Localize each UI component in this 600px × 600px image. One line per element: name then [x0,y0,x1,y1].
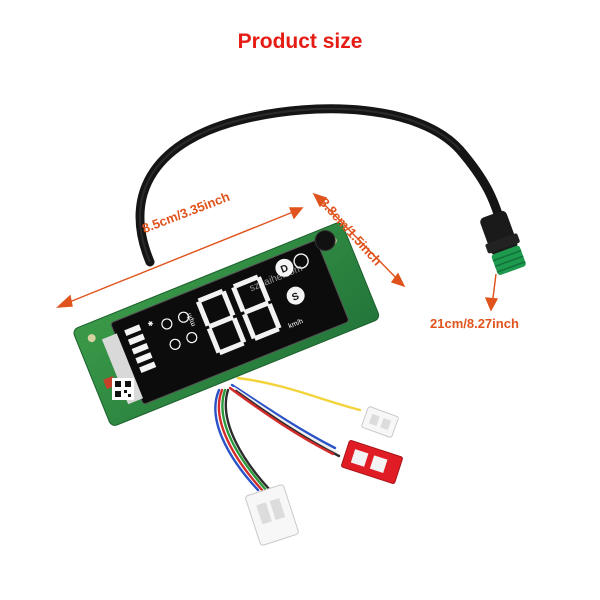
white-2pin-connector [361,406,399,438]
lock-icon [161,318,173,330]
page-title: Product size [237,30,363,53]
speed-digits [195,274,282,356]
power-icon [293,253,309,269]
mode-d-indicator [275,258,294,277]
red-connector [341,440,403,484]
white-large-connector [245,484,299,546]
unit-mph: mph [186,312,198,327]
lcd-display [111,240,349,404]
mode-d-label: D [279,263,290,276]
temperature-icon [169,338,181,350]
dimension-cable-arrow [484,273,499,312]
mode-s-label: S [290,291,301,304]
cable-dimension-label: 21cm/8.27inch [430,316,519,331]
wrench-icon [186,331,198,344]
dimension-width-arrow [312,192,406,288]
bluetooth-icon: ✱ [146,319,155,329]
cable-connector [480,210,526,275]
lcd-content: ✱ mph km/h [124,253,309,374]
battery-indicator [124,324,157,374]
dimension-length-arrow [56,207,304,308]
headlight-icon [177,311,190,323]
mode-s-indicator [286,286,305,305]
wire-bundle [214,376,364,492]
